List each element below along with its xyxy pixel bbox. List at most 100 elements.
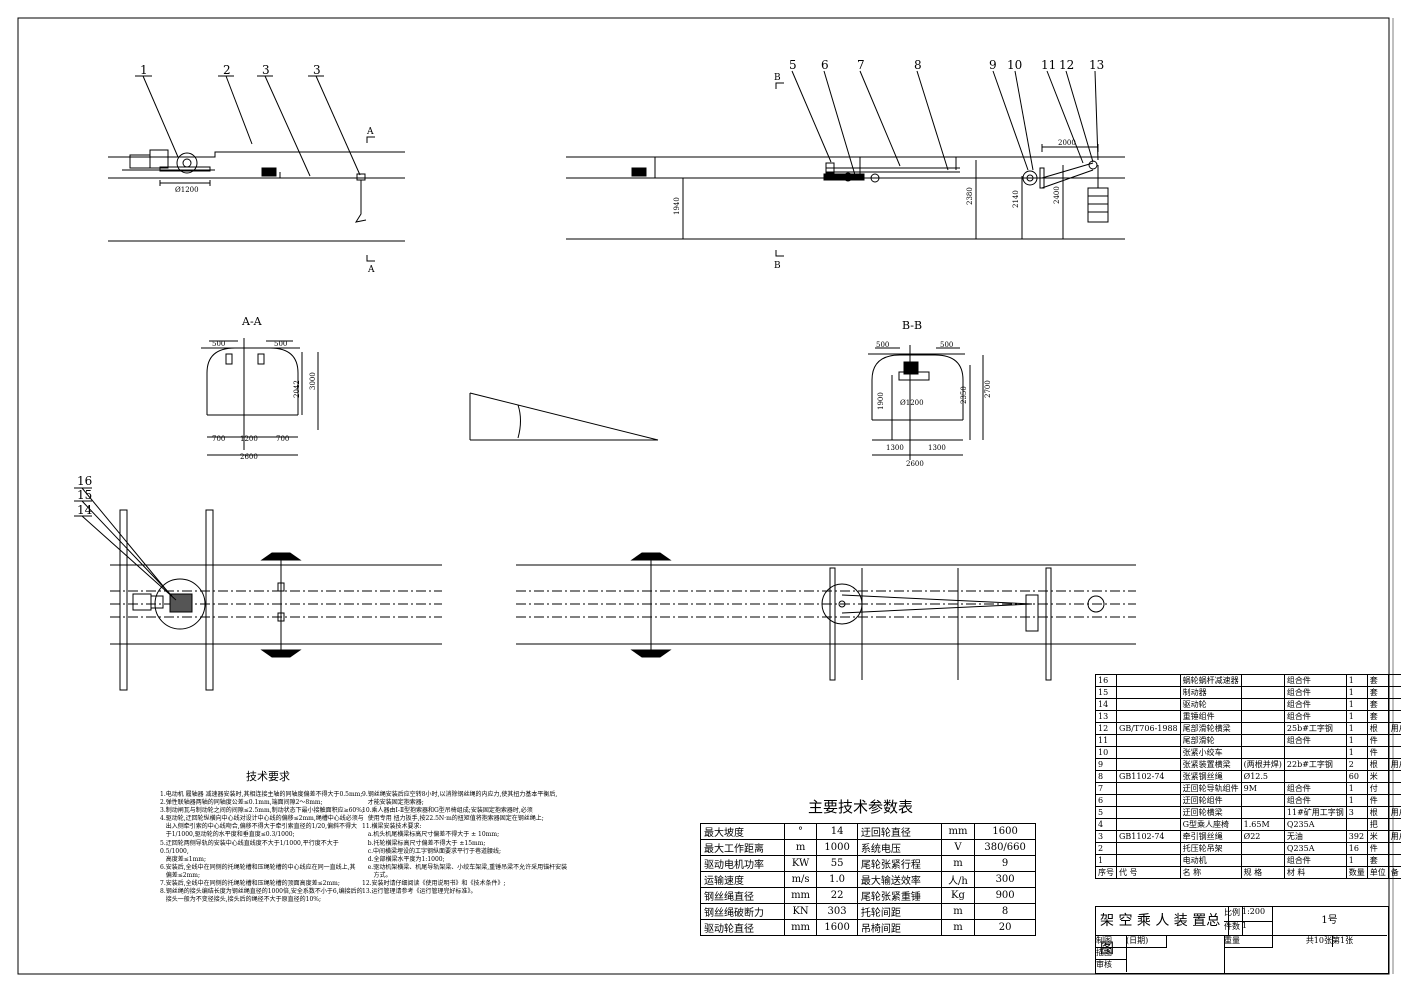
bom-cell: 60 xyxy=(1345,770,1368,783)
bom-cell: 代 号 xyxy=(1116,866,1181,879)
bom-cell: 用户自备 xyxy=(1387,806,1401,819)
params-cell: mm xyxy=(783,887,818,904)
params-cell: 380/660 xyxy=(974,839,1036,856)
params-cell: V xyxy=(940,839,976,856)
bom-cell: 6 xyxy=(1095,794,1117,807)
svg-text:1940: 1940 xyxy=(673,197,681,215)
bom-cell: 2 xyxy=(1095,842,1117,855)
bom-cell xyxy=(1116,794,1181,807)
bom-cell: 392 xyxy=(1345,830,1368,843)
svg-text:B: B xyxy=(774,261,781,271)
bom-cell xyxy=(1240,806,1285,819)
bom-cell: 件 xyxy=(1366,842,1389,855)
bom-cell: 张紧钢丝绳 xyxy=(1179,770,1242,783)
bom-cell: 1.65M xyxy=(1240,818,1285,831)
svg-text:700: 700 xyxy=(276,435,289,443)
bom-cell: Ø12.5 xyxy=(1240,770,1285,783)
params-cell: 最大坡度 xyxy=(700,823,785,840)
svg-text:2042: 2042 xyxy=(293,380,301,398)
svg-text:3000: 3000 xyxy=(309,372,317,390)
bom-cell: 1 xyxy=(1095,854,1117,867)
sheet-count: 共10张 xyxy=(1272,935,1333,947)
bom-cell: 11 xyxy=(1095,734,1117,747)
bom-cell: 1 xyxy=(1345,686,1368,699)
bom-cell: GB/T706-1988 xyxy=(1116,722,1181,735)
svg-text:500: 500 xyxy=(212,340,225,348)
bom-cell: 单位 xyxy=(1366,866,1389,879)
bom-cell xyxy=(1116,854,1181,867)
bom-cell xyxy=(1283,746,1347,759)
callout: 5 xyxy=(789,58,797,72)
callout: 12 xyxy=(1059,58,1074,72)
callout: 3 xyxy=(313,63,321,77)
bom-cell xyxy=(1116,782,1181,795)
bom-cell: 组合件 xyxy=(1283,734,1347,747)
bom-cell xyxy=(1240,746,1285,759)
bom-cell: 3 xyxy=(1345,806,1368,819)
bom-cell: 15 xyxy=(1095,686,1117,699)
drawing-number: 1号 xyxy=(1272,907,1387,936)
bom-cell xyxy=(1240,686,1285,699)
head-plan-view xyxy=(74,487,442,691)
bom-cell: 套 xyxy=(1366,710,1389,723)
callout: 10 xyxy=(1007,58,1022,72)
bom-cell xyxy=(1116,674,1181,687)
bom-cell: 张紧装置横梁 xyxy=(1179,758,1242,771)
bom-cell: 数量 xyxy=(1345,866,1368,879)
svg-text:500: 500 xyxy=(274,340,287,348)
dimension-labels: Ø1200 1940 2380 2140 2400 2000 500 500 2… xyxy=(175,139,1076,468)
bom-cell: 用户自备 xyxy=(1387,722,1401,735)
svg-text:2000: 2000 xyxy=(1058,139,1076,147)
bom-cell: 根 xyxy=(1366,758,1389,771)
params-cell: 300 xyxy=(974,871,1036,888)
params-cell: 22 xyxy=(816,887,858,904)
drawing-frame xyxy=(17,17,1390,975)
params-cell: 吊椅间距 xyxy=(856,919,942,936)
svg-text:2140: 2140 xyxy=(1012,190,1020,208)
svg-text:B-B: B-B xyxy=(902,319,922,332)
bom-cell: 套 xyxy=(1366,674,1389,687)
params-cell: 尾轮张紧行程 xyxy=(856,855,942,872)
params-cell: m xyxy=(940,903,976,920)
bom-cell: 组合件 xyxy=(1283,686,1347,699)
params-cell: 8 xyxy=(974,903,1036,920)
params-cell: 驱动轮直径 xyxy=(700,919,785,936)
params-cell: m xyxy=(940,919,976,936)
bom-cell: 用户自备 xyxy=(1387,758,1401,771)
svg-text:Ø1200: Ø1200 xyxy=(175,186,199,194)
bom-cell: 规 格 xyxy=(1240,866,1285,879)
bom-cell: 套 xyxy=(1366,698,1389,711)
bom-cell: 名 称 xyxy=(1179,866,1242,879)
bom-cell xyxy=(1240,842,1285,855)
bom-cell xyxy=(1387,782,1401,795)
tail-plan-view xyxy=(516,552,1136,681)
bom-cell: G型乘人座椅 xyxy=(1179,818,1242,831)
bom-cell: 组合件 xyxy=(1283,674,1347,687)
params-cell: 驱动电机功率 xyxy=(700,855,785,872)
bom-cell: 11#矿用工字钢 xyxy=(1283,806,1347,819)
params-cell: 钢丝绳直径 xyxy=(700,887,785,904)
params-cell: 尾轮张紧重锤 xyxy=(856,887,942,904)
bom-cell xyxy=(1240,722,1285,735)
bom-cell: 4 xyxy=(1095,818,1117,831)
bom-cell xyxy=(1387,842,1401,855)
params-cell: KW xyxy=(783,855,818,872)
bom-cell: GB1102-74 xyxy=(1116,770,1181,783)
bom-cell xyxy=(1240,734,1285,747)
bom-cell: 1 xyxy=(1345,698,1368,711)
bom-cell: 25b#工字钢 xyxy=(1283,722,1347,735)
params-cell: 303 xyxy=(816,903,858,920)
params-cell: 20 xyxy=(974,919,1036,936)
bom-cell: 牵引钢丝绳 xyxy=(1179,830,1242,843)
bom-cell: 张紧小绞车 xyxy=(1179,746,1242,759)
